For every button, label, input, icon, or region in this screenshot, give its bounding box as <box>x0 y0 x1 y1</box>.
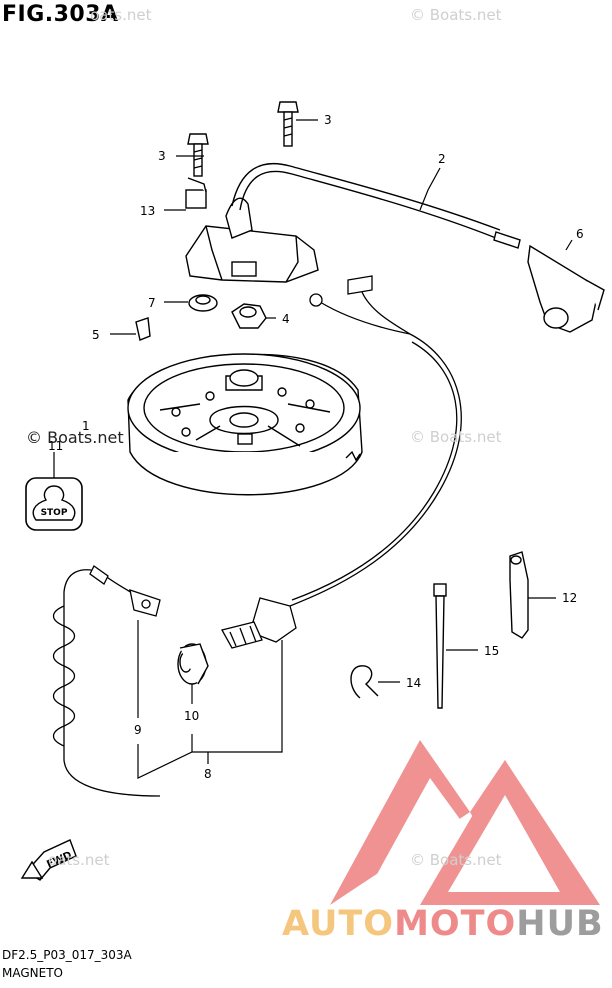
washer-7 <box>188 294 218 312</box>
figure-title: FIG.303A <box>2 2 119 27</box>
callout-numbers: 1 2 3 3 4 5 6 7 8 9 10 11 12 13 14 15 <box>48 113 584 781</box>
callout-1: 1 <box>82 419 90 433</box>
watermark-top-left: oats.net <box>90 6 152 24</box>
bolt-3-top <box>277 101 299 147</box>
watermark-mid-right: © Boats.net <box>410 428 502 446</box>
callout-7: 7 <box>148 296 156 310</box>
spark-plug-cap <box>527 244 605 333</box>
clamp-12 <box>509 551 529 639</box>
figure-name: MAGNETO <box>2 966 63 980</box>
logo-part-hub: HUB <box>516 904 604 944</box>
callout-10: 10 <box>184 709 199 723</box>
woodruff-key-5 <box>135 317 151 341</box>
callout-8: 8 <box>204 767 212 781</box>
logo-mark <box>330 740 600 905</box>
callout-4: 4 <box>282 312 290 326</box>
stop-switch-lead <box>221 275 462 649</box>
callout-9: 9 <box>134 723 142 737</box>
clip-14 <box>350 665 379 699</box>
bolt-3-left <box>187 133 209 177</box>
callout-11: 11 <box>48 439 63 453</box>
watermark-left-dark: © Boats.net <box>26 428 124 447</box>
ignition-coil <box>185 177 319 283</box>
grommet-10 <box>177 643 209 685</box>
cable-tie-15 <box>433 583 447 709</box>
callout-3-left: 3 <box>158 149 166 163</box>
high-tension-lead <box>231 162 521 249</box>
stop-switch: STOP <box>25 477 83 531</box>
callout-3-top: 3 <box>324 113 332 127</box>
watermark-top-right: © Boats.net <box>410 6 502 24</box>
callout-5: 5 <box>92 328 100 342</box>
watermark-bottom-right: © Boats.net <box>410 851 502 869</box>
leader-lines <box>53 119 573 779</box>
flywheel <box>127 353 363 496</box>
watermark-bottom-left: oats.net <box>48 851 110 869</box>
callout-12: 12 <box>562 591 577 605</box>
stop-label: STOP <box>41 508 68 518</box>
callout-2: 2 <box>438 152 446 166</box>
callout-13: 13 <box>140 204 155 218</box>
automotohub-logo: AUTOMOTOHUB <box>282 904 604 944</box>
callout-15: 15 <box>484 644 499 658</box>
nut-4 <box>231 303 267 329</box>
lanyard-coil <box>52 565 161 797</box>
callout-14: 14 <box>406 676 421 690</box>
logo-part-auto: AUTO <box>282 904 395 944</box>
callout-6: 6 <box>576 227 584 241</box>
figure-code: DF2.5_P03_017_303A <box>2 948 132 962</box>
logo-part-moto: MOTO <box>394 904 517 944</box>
